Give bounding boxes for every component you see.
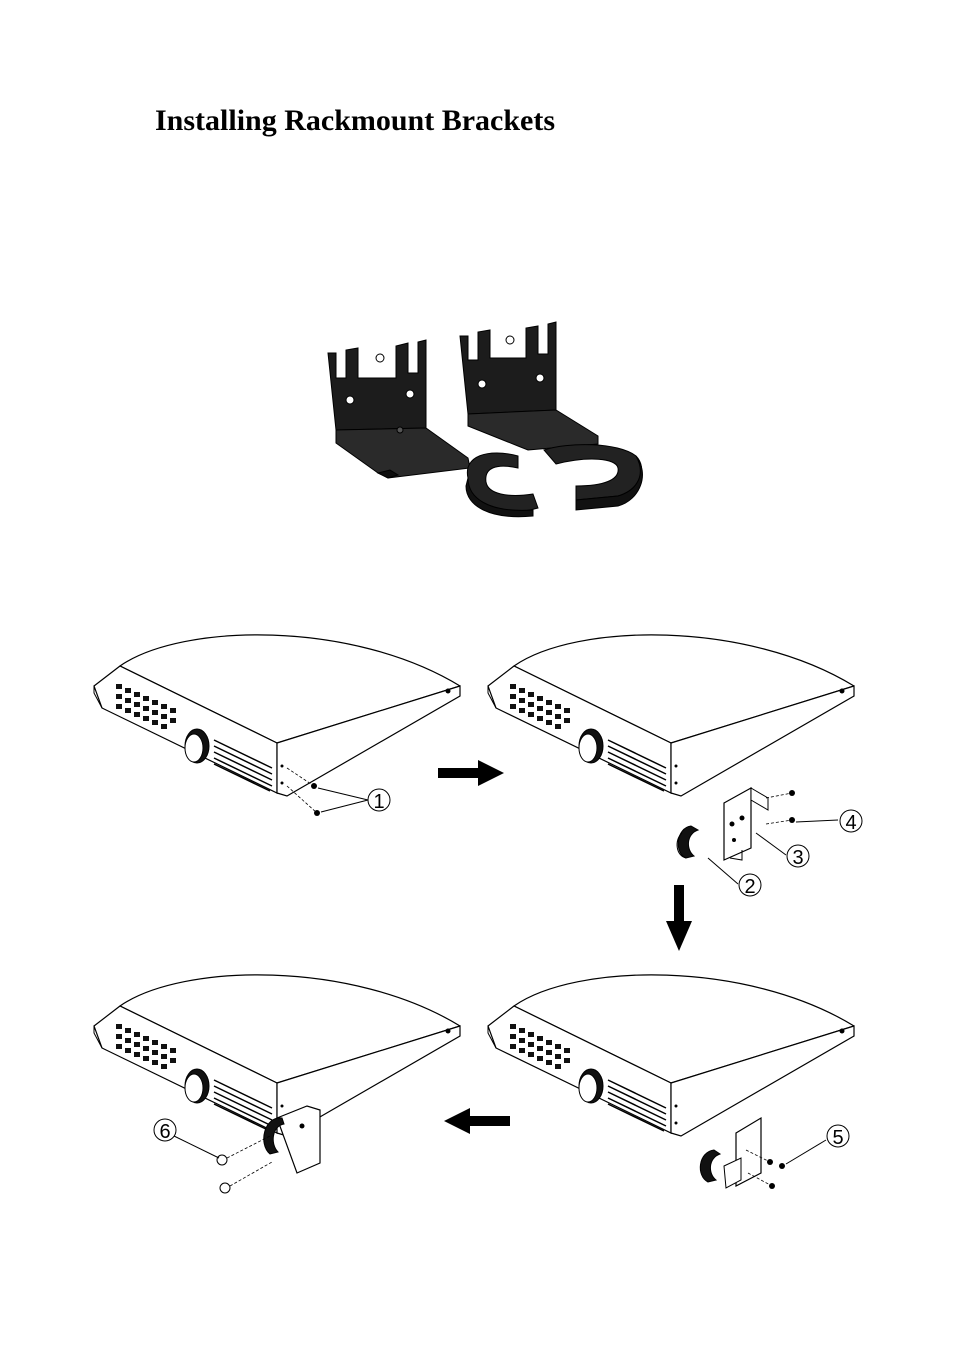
screw-icon xyxy=(779,1163,785,1169)
page-title: Installing Rackmount Brackets xyxy=(155,104,555,138)
callout-5-label: 5 xyxy=(832,1127,843,1149)
brackets-photo xyxy=(318,318,648,530)
callout-3-label: 3 xyxy=(792,847,803,869)
callout-6-label: 6 xyxy=(159,1121,170,1143)
step-attach-bracket-diagram: 4 3 2 xyxy=(486,628,866,918)
callout-1-label: 1 xyxy=(373,791,384,813)
step-remove-screws-diagram: 1 xyxy=(92,628,472,918)
callout-4-label: 4 xyxy=(845,812,856,834)
callout-2-label: 2 xyxy=(744,876,755,898)
left-rubber-foot xyxy=(466,453,538,517)
step-mount-rack-diagram: 6 xyxy=(92,968,472,1258)
screw-icon xyxy=(217,1155,230,1193)
step-fasten-bracket-diagram: 5 xyxy=(486,968,866,1258)
left-bracket xyxy=(328,340,470,478)
arrow-down-icon xyxy=(666,885,692,951)
right-bracket xyxy=(460,322,598,450)
right-rubber-foot xyxy=(544,445,642,510)
